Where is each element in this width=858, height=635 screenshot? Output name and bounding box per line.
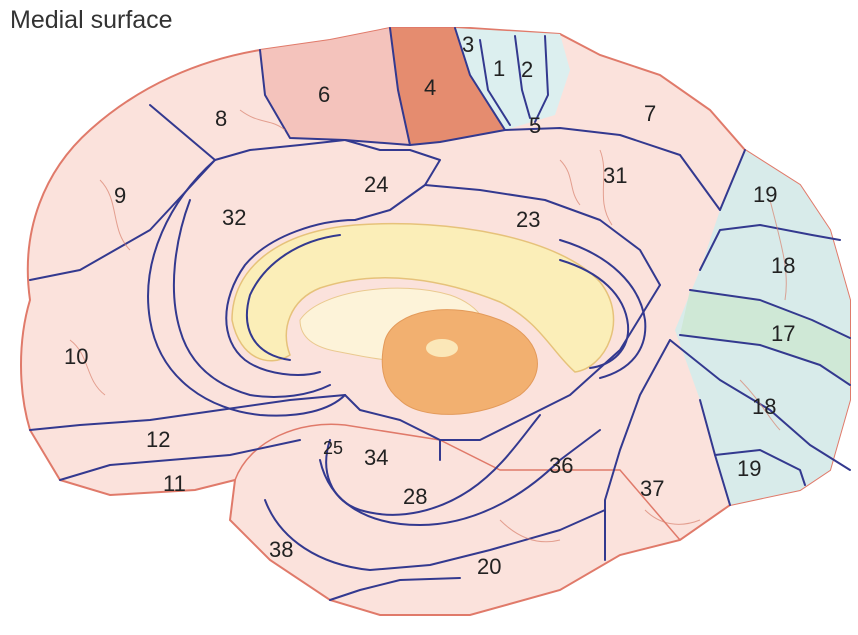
- area-label: 8: [215, 106, 227, 131]
- area-label: 20: [477, 554, 501, 579]
- area-label: 28: [403, 484, 427, 509]
- area-label: 18: [771, 253, 795, 278]
- area-label: 25: [323, 438, 343, 458]
- area-label: 19: [737, 456, 761, 481]
- area-label: 10: [64, 344, 88, 369]
- area-label: 24: [364, 172, 388, 197]
- area-label: 34: [364, 445, 388, 470]
- area-label: 23: [516, 207, 540, 232]
- area-label: 5: [529, 113, 541, 138]
- area-label: 9: [114, 183, 126, 208]
- area-label: 12: [146, 427, 170, 452]
- area-label: 37: [640, 476, 664, 501]
- area-label: 17: [771, 321, 795, 346]
- area-label: 2: [521, 57, 533, 82]
- area-label: 36: [549, 453, 573, 478]
- area-label: 18: [752, 394, 776, 419]
- interthalamic-adhesion: [426, 339, 458, 357]
- area-label: 32: [222, 205, 246, 230]
- area-label: 4: [424, 75, 436, 100]
- area-label: 7: [644, 101, 656, 126]
- area-label: 11: [163, 471, 186, 496]
- area-label: 31: [603, 163, 627, 188]
- area-label: 3: [462, 32, 474, 57]
- area-label: 19: [753, 182, 777, 207]
- area-label: 6: [318, 82, 330, 107]
- area-label: 1: [493, 56, 505, 81]
- area-label: 38: [269, 537, 293, 562]
